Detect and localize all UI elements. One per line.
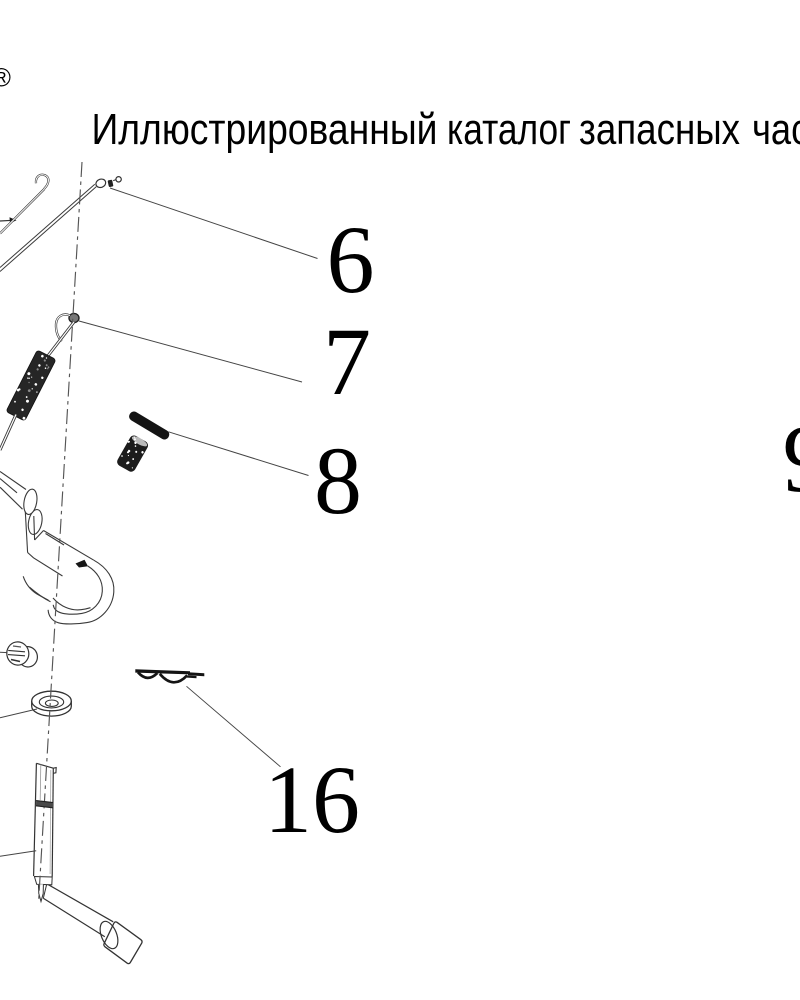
svg-text:Иллюстрированный: Иллюстрированный bbox=[92, 106, 438, 154]
svg-text:7: 7 bbox=[323, 308, 371, 415]
svg-text:16: 16 bbox=[264, 746, 360, 853]
svg-text:®: ® bbox=[0, 65, 11, 93]
svg-text:запасных: запасных bbox=[579, 106, 740, 154]
svg-text:6: 6 bbox=[327, 206, 375, 313]
svg-text:9: 9 bbox=[783, 405, 800, 512]
svg-text:каталог: каталог bbox=[447, 106, 571, 154]
svg-text:частей: частей bbox=[752, 106, 800, 154]
svg-text:8: 8 bbox=[314, 427, 362, 534]
